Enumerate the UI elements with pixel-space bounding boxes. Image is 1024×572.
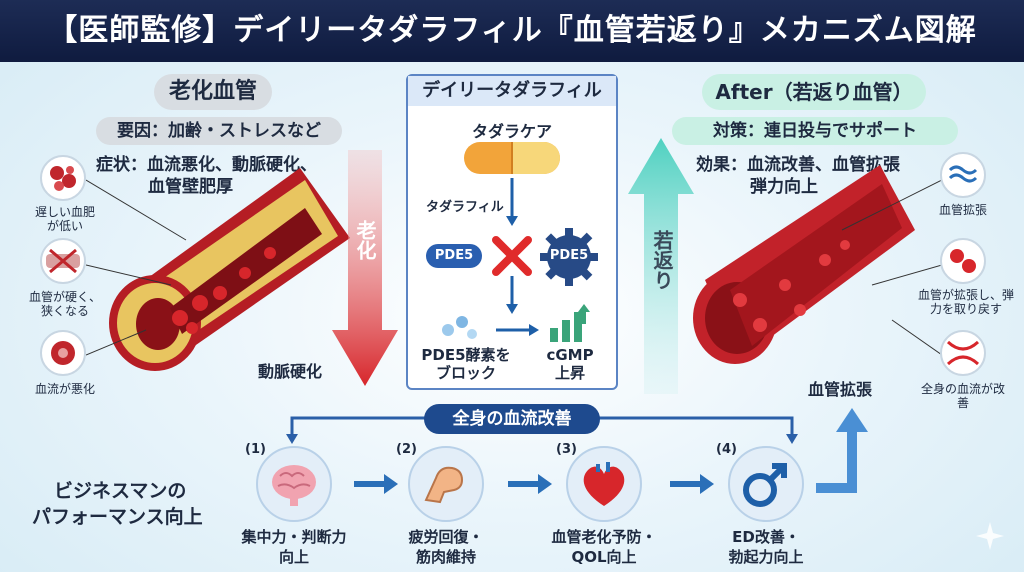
vessel-dilation-label: 血管拡張	[808, 380, 873, 399]
left-title-pill: 老化血管	[154, 74, 272, 110]
rejuvenation-arrow-icon	[628, 138, 694, 394]
connector-lines-right	[841, 179, 942, 356]
step-2-line2: 筋肉維持	[415, 548, 476, 566]
enzyme-badge-2: PDE5	[549, 248, 589, 263]
flow-improved-icon	[940, 330, 986, 376]
block-label-line2: ブロック	[435, 364, 496, 382]
right-side-label-1: 血管拡張	[938, 203, 987, 217]
step-4-number: (4)	[716, 442, 737, 457]
sparkle-icon	[976, 522, 1004, 550]
dilation-wave-icon	[940, 152, 986, 198]
narrow-vessel-icon	[40, 238, 86, 284]
step-4-line1: ED改善・	[732, 528, 800, 546]
male-symbol-icon	[728, 446, 804, 522]
right-measure-pill: 対策：連日投与でサポート	[672, 117, 958, 145]
drug-name: タダラフィル	[426, 200, 504, 215]
rejuvenation-arrow-label: 若返り	[650, 230, 674, 290]
cgmp-label-line2: 上昇	[554, 364, 585, 382]
elastic-cells-icon	[940, 238, 986, 284]
left-symptom-line1: 症状：血流悪化、動脈硬化、	[96, 155, 317, 175]
enzyme-badge-1: PDE5	[426, 244, 482, 268]
step-3-line2: QOL向上	[571, 548, 637, 566]
step-arrow-3	[670, 474, 714, 494]
step-2-line1: 疲労回復・	[408, 528, 484, 546]
aged-artery-illustration	[109, 168, 350, 371]
step-3-number: (3)	[556, 442, 577, 457]
step-3-line1: 血管老化予防・	[551, 528, 657, 546]
pill-capsule-icon	[464, 142, 560, 174]
business-label-line1: ビジネスマンの	[54, 480, 187, 502]
gear-icon	[540, 228, 598, 286]
block-x-icon	[492, 236, 532, 276]
step-4-line2: 勃起力向上	[728, 548, 804, 566]
left-symptom-line2: 血管壁肥厚	[148, 177, 233, 197]
right-side-label-3: 全身の血流が改善	[920, 382, 1005, 410]
final-up-arrow-icon	[816, 408, 868, 493]
connector-lines-left	[86, 179, 187, 356]
mechanism-panel	[406, 74, 618, 390]
brain-icon	[256, 446, 332, 522]
whole-body-banner: 全身の血流改善	[424, 404, 600, 434]
step-2-number: (2)	[396, 442, 417, 457]
right-side-label-2: 血管が拡張し、弾力を取り戻す	[917, 288, 1014, 316]
artery-label: 動脈硬化	[258, 362, 323, 381]
healthy-vessel-illustration	[693, 165, 915, 364]
left-side-label-2: 血管が硬く、狭くなる	[28, 290, 101, 318]
aging-arrow-icon	[332, 150, 398, 386]
muscle-arm-icon	[408, 446, 484, 522]
flow-worse-icon	[40, 330, 86, 376]
aging-arrow-label: 老化	[353, 220, 377, 260]
left-side-label-3: 血流が悪化	[34, 382, 95, 396]
business-label-line2: パフォーマンス向上	[32, 506, 203, 528]
step-1-number: (1)	[245, 442, 266, 457]
molecules-icon	[442, 316, 477, 339]
step-1-line1: 集中力・判断力	[241, 528, 347, 546]
rising-bars-icon	[550, 304, 590, 342]
right-title-pill: After（若返り血管）	[702, 74, 926, 110]
page-title: 【医師監修】デイリータダラフィル『血管若返り』メカニズム図解	[0, 0, 1024, 62]
cgmp-label-line1: cGMP	[546, 346, 594, 364]
step-arrow-2	[508, 474, 552, 494]
panel-title-bar: デイリータダラフィル	[408, 76, 616, 106]
mechanism-arrows	[496, 178, 539, 336]
block-label-line1: PDE5酵素を	[421, 346, 511, 364]
left-side-label-1: 遅しい血肥が低い	[34, 205, 95, 233]
heart-icon	[566, 446, 642, 522]
right-effect-line1: 効果：血流改善、血管拡張	[696, 155, 900, 175]
right-effect-line2: 弾力向上	[750, 177, 818, 197]
step-1-line2: 向上	[278, 548, 309, 566]
left-cause-pill: 要因：加齢・ストレスなど	[96, 117, 342, 145]
step-arrow-1	[354, 474, 398, 494]
product-name: タダラケア	[471, 122, 552, 141]
blood-cells-icon	[40, 155, 86, 201]
